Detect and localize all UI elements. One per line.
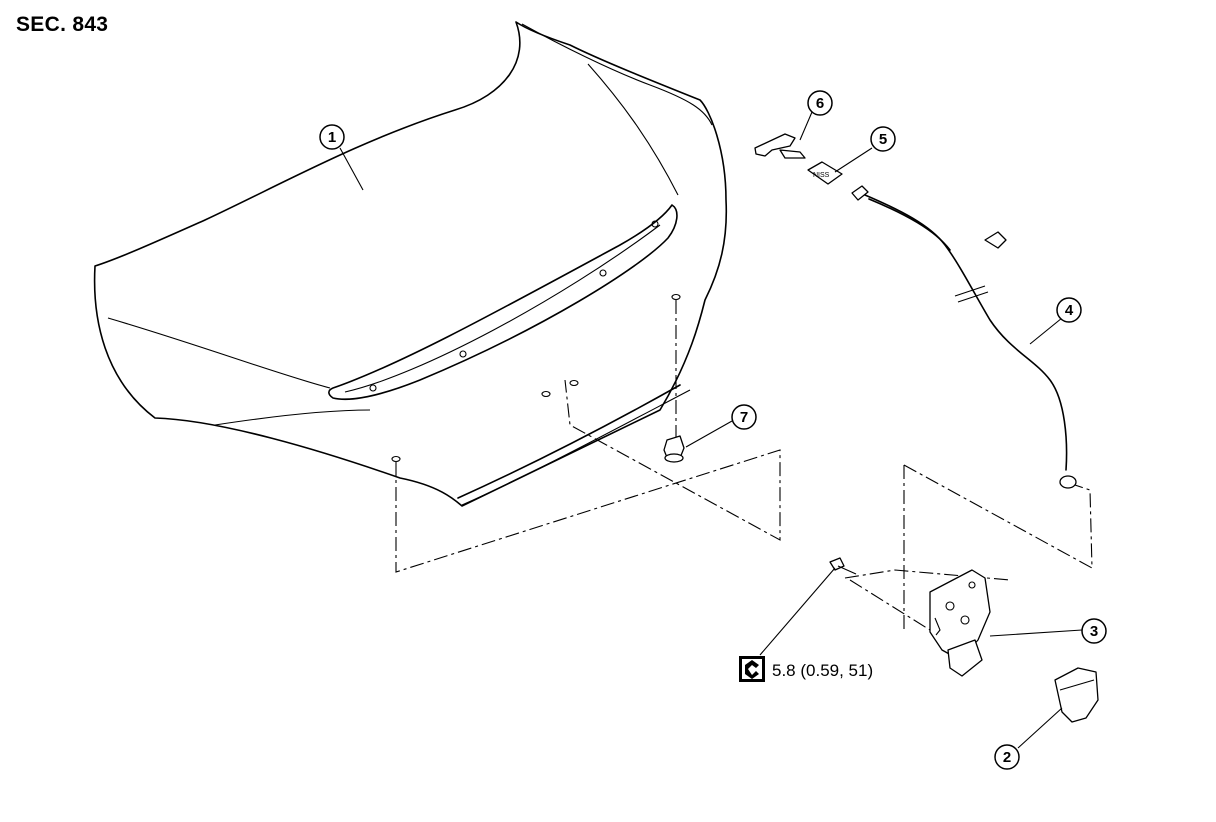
svg-text:5: 5 (879, 131, 887, 148)
torque-value: 5.8 (0.59, 51) (772, 661, 873, 680)
handle-part-6 (754, 133, 806, 159)
plate-part-5: NISS (807, 161, 843, 185)
callout-3: 3 (1081, 618, 1107, 644)
callout-1: 1 (319, 124, 345, 150)
bolt (829, 557, 857, 575)
svg-text:1: 1 (328, 129, 336, 146)
lock-cover-part-2 (1054, 667, 1099, 723)
svg-text:3: 3 (1090, 623, 1098, 640)
svg-text:NISS: NISS (813, 172, 830, 179)
callout-4: 4 (1056, 297, 1082, 323)
callout-2: 2 (994, 744, 1020, 770)
trunk-lid (93, 21, 728, 507)
callout-6: 6 (807, 90, 833, 116)
release-cable-part-4 (851, 185, 1077, 489)
svg-text:7: 7 (740, 409, 748, 426)
trunk-lock-part-3 (929, 569, 991, 677)
torque-wrench-icon (739, 656, 765, 682)
svg-text:4: 4 (1065, 302, 1074, 319)
svg-text:2: 2 (1003, 749, 1011, 766)
section-title: SEC. 843 (16, 13, 109, 36)
assembly-lines (395, 300, 1093, 631)
clip-part-7 (663, 435, 685, 463)
callout-5: 5 (870, 126, 896, 152)
callout-7: 7 (731, 404, 757, 430)
svg-text:6: 6 (816, 95, 824, 112)
